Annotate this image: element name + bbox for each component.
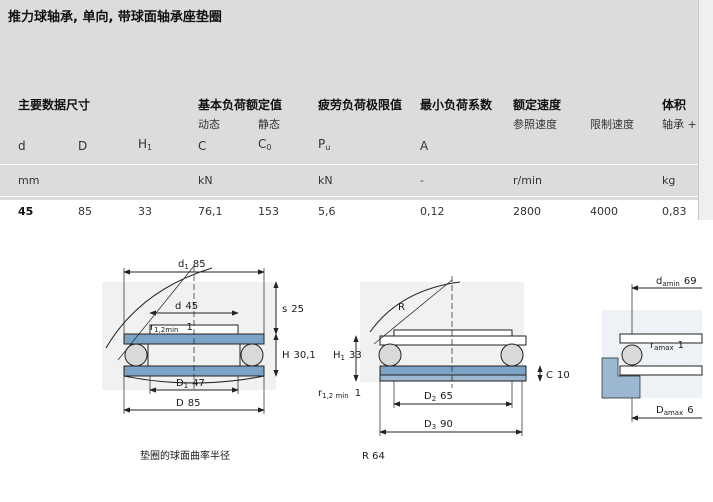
cell-H1: 33 <box>138 205 152 218</box>
symbol-A: A <box>420 139 429 153</box>
cell-C: 76,1 <box>198 205 223 218</box>
table-row: 45 85 33 76,1 153 5,6 0,12 2800 4000 0,8… <box>0 200 698 220</box>
divider <box>0 164 698 165</box>
group-mass: 体积 <box>662 98 687 112</box>
symbol-Pu: Pu <box>318 137 331 152</box>
subheader-reference-speed: 参照速度 <box>513 118 557 131</box>
label-R: R <box>398 302 405 313</box>
symbol-d: d <box>18 139 26 153</box>
subheader-static: 静态 <box>258 118 280 131</box>
unit-mm: mm <box>18 174 40 187</box>
cell-mass: 0,83 <box>662 205 687 218</box>
group-fatigue-load-limit: 疲劳负荷极限值 <box>318 98 403 112</box>
cell-d[interactable]: 45 <box>18 205 34 218</box>
product-table-panel: 推力球轴承, 单向, 带球面轴承座垫圈 主要数据尺寸 基本负荷额定值 疲劳负荷极… <box>0 0 698 200</box>
subheader-bearing-plus: 轴承 + <box>662 118 697 131</box>
group-speed-ratings: 额定速度 <box>513 98 562 112</box>
subheader-limiting-speed: 限制速度 <box>590 118 634 131</box>
cell-reference-speed: 2800 <box>513 205 541 218</box>
symbol-D: D <box>78 139 88 153</box>
group-main-dimensions: 主要数据尺寸 <box>18 98 91 112</box>
divider <box>0 196 698 197</box>
unit-kn: kN <box>198 174 213 187</box>
caption-seat-washer: 垫圈的球面曲率半径 <box>140 449 230 462</box>
cell-A: 0,12 <box>420 205 445 218</box>
unit-kn: kN <box>318 174 333 187</box>
cell-Pu: 5,6 <box>318 205 336 218</box>
page-title: 推力球轴承, 单向, 带球面轴承座垫圈 <box>8 10 222 25</box>
subheader-dynamic: 动态 <box>198 118 220 131</box>
symbol-C: C <box>198 139 207 153</box>
symbol-H1: H1 <box>138 137 153 152</box>
unit-dash: - <box>420 174 424 187</box>
symbol-C0: C0 <box>258 137 272 152</box>
unit-kg: kg <box>662 174 676 187</box>
group-min-load-factor: 最小负荷系数 <box>420 98 493 112</box>
caption-radius: R 64 <box>362 451 385 462</box>
cell-C0: 153 <box>258 205 279 218</box>
cell-D: 85 <box>78 205 92 218</box>
cell-limiting-speed: 4000 <box>590 205 618 218</box>
vertical-scrollbar[interactable] <box>698 0 713 220</box>
group-basic-load-ratings: 基本负荷额定值 <box>198 98 283 112</box>
unit-rpm: r/min <box>513 174 542 187</box>
